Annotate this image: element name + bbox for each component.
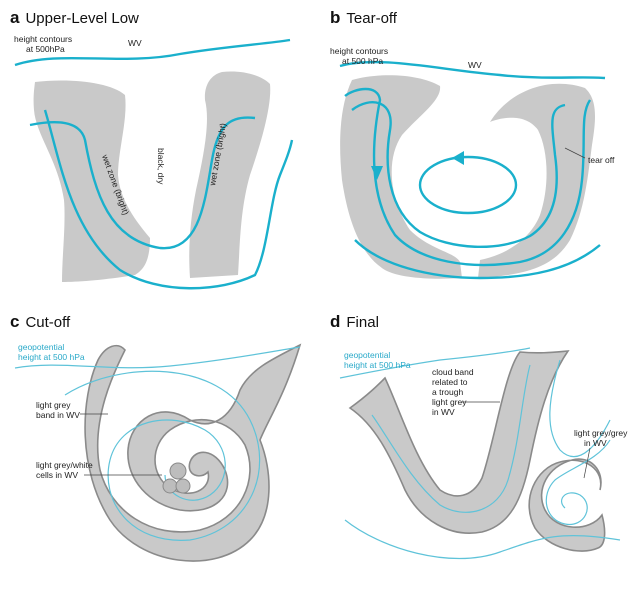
panel-a-contours-label-1: height contours — [14, 34, 72, 44]
panel-c-spiral-cloud-band — [85, 345, 300, 561]
panel-b-tear-label: tear off — [588, 155, 615, 165]
panel-a-wv-label: WV — [128, 38, 142, 48]
panel-b-title: Tear-off — [346, 10, 397, 27]
panel-c-cell-3 — [176, 479, 190, 493]
panel-b-heading: b Tear-off — [330, 8, 397, 28]
panel-a-wet-right-label: wet zone (bright) — [207, 122, 228, 187]
panel-b-left-cloud-band — [340, 75, 462, 279]
panel-c-geo-label-2: height at 500 hPa — [18, 352, 85, 362]
panel-a-title: Upper-Level Low — [25, 10, 138, 27]
panel-a-letter: a — [10, 8, 19, 27]
panel-c-letter: c — [10, 312, 19, 331]
panel-d-cloud-label-4: light grey — [432, 397, 467, 407]
panel-d-inner-contour — [372, 365, 530, 512]
panel-d-small-spiral-band — [529, 459, 604, 551]
panel-d-title: Final — [346, 314, 379, 331]
panel-b-contours-label-1: height contours — [330, 46, 388, 56]
panel-b-contours-label-2: at 500 hPa — [342, 56, 383, 66]
panel-a-left-cloud-band — [34, 81, 150, 282]
panel-d-ridge-contour — [550, 360, 610, 457]
panel-d-letter: d — [330, 312, 340, 331]
panel-d-top-contour — [340, 348, 530, 378]
panel-a-top-contour — [15, 40, 290, 65]
panel-a-inner-contour — [30, 117, 255, 248]
panel-c-top-contour — [15, 347, 300, 368]
panel-d-trough-cloud-band — [350, 351, 568, 533]
panel-d-heading: d Final — [330, 312, 379, 332]
panel-c-geo-label-1: geopotential — [18, 342, 64, 352]
panel-b-outer-contour — [345, 89, 590, 265]
panel-b-right-cloud-band — [478, 84, 595, 278]
panel-c-cells-label-2: cells in WV — [36, 470, 78, 480]
panel-b-top-contour — [340, 62, 605, 78]
panel-d-cloud-label-1: cloud band — [432, 367, 474, 377]
panel-b-tear-leader — [565, 148, 585, 158]
panel-b-wv-label: WV — [468, 60, 482, 70]
panel-d-cloud-label-2: related to — [432, 377, 468, 387]
panel-a-contours-label-2: at 500hPa — [26, 44, 65, 54]
panel-d-grey-leader — [584, 448, 590, 478]
panel-d-small-spiral-contour — [546, 440, 610, 524]
panel-c-heading: c Cut-off — [10, 312, 70, 332]
panel-b-base-contour — [355, 240, 600, 278]
panel-a-outer-contour — [45, 110, 292, 288]
panel-c-cell-2 — [163, 479, 177, 493]
panel-d-geo-label-1: geopotential — [344, 350, 390, 360]
panel-a-right-cloud-band — [189, 72, 270, 279]
panel-b-flow-arrow — [371, 166, 383, 180]
panel-a-wet-left-label: wet zone (bright) — [100, 152, 131, 216]
panel-c-cell-1 — [170, 463, 186, 479]
panel-b-closed-circulation — [420, 157, 516, 213]
panel-b-circulation-arrow — [452, 151, 464, 165]
panel-d-geo-label-2: height at 500 hPa — [344, 360, 411, 370]
panel-d-cloud-label-5: in WV — [432, 407, 455, 417]
panel-b-inner-contour — [352, 102, 565, 247]
panel-b-letter: b — [330, 8, 340, 27]
panel-a-heading: a Upper-Level Low — [10, 8, 139, 28]
panel-c-spiral-contour — [65, 371, 260, 540]
panel-d-grey-label-1: light grey/grey — [574, 428, 628, 438]
panel-c-cells-label-1: light grey/white — [36, 460, 93, 470]
panel-c-band-label-1: light grey — [36, 400, 71, 410]
panel-d-trough-contour — [345, 520, 620, 559]
panel-d-cloud-label-3: a trough — [432, 387, 463, 397]
panel-a-dry-label: black, dry — [156, 148, 166, 185]
panel-d-grey-label-2: in WV — [584, 438, 607, 448]
panel-c-band-label-2: band in WV — [36, 410, 80, 420]
panel-c-title: Cut-off — [25, 314, 70, 331]
